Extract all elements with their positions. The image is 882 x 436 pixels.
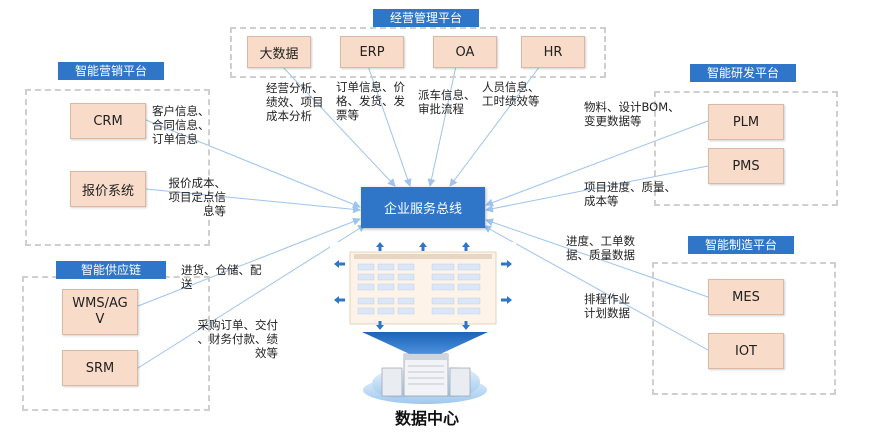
enterprise-service-bus: 企业服务总线 bbox=[361, 187, 485, 228]
system-mes: MES bbox=[708, 279, 784, 315]
system-srm: SRM bbox=[62, 350, 138, 386]
line-quote bbox=[138, 184, 361, 214]
note-oa: 派车信息、审批流程 bbox=[418, 88, 476, 116]
manufacturing-platform-group bbox=[652, 262, 836, 395]
operations-platform-title: 经营管理平台 bbox=[373, 9, 479, 27]
system-iot: IOT bbox=[708, 333, 784, 369]
manufacturing-platform-title: 智能制造平台 bbox=[688, 236, 794, 254]
note-quote: 报价成本、项目定点信息等 bbox=[168, 176, 227, 218]
integration-platform-graphic bbox=[330, 242, 516, 330]
supply-platform-title: 智能供应链 bbox=[56, 261, 166, 279]
note-erp: 订单信息、价格、发货、发票等 bbox=[336, 80, 405, 122]
marketing-platform-title: 智能营销平台 bbox=[58, 62, 164, 80]
note-pms: 项目进度、质量、成本等 bbox=[584, 180, 676, 208]
datacenter-server-icon bbox=[362, 332, 488, 404]
note-srm: 采购订单、交付、财务付款、绩效等 bbox=[197, 318, 279, 360]
rd-platform-title: 智能研发平台 bbox=[690, 64, 796, 82]
note-bigdata: 经营分析、绩效、项目成本分析 bbox=[266, 81, 324, 123]
line-iot bbox=[483, 225, 717, 357]
system-hr: HR bbox=[521, 36, 585, 68]
line-srm bbox=[129, 224, 366, 376]
note-iot: 排程作业计划数据 bbox=[584, 292, 630, 320]
rd-platform-group bbox=[654, 91, 838, 206]
system-bigdata: 大数据 bbox=[247, 36, 311, 68]
note-crm: 客户信息、合同信息、订单信息 bbox=[152, 104, 210, 146]
line-oa bbox=[427, 58, 462, 187]
note-plm: 物料、设计BOM、变更数据等 bbox=[584, 100, 680, 128]
system-erp: ERP bbox=[340, 36, 404, 68]
system-quote: 报价系统 bbox=[70, 171, 146, 207]
note-hr: 人员信息、工时绩效等 bbox=[482, 80, 540, 108]
system-crm: CRM bbox=[70, 103, 146, 139]
datacenter-label: 数据中心 bbox=[394, 409, 459, 428]
system-oa: OA bbox=[433, 36, 497, 68]
note-wms: 进货、仓储、配送 bbox=[181, 263, 262, 291]
note-mes: 进度、工单数据、质量数据 bbox=[566, 234, 635, 262]
marketing-platform-group bbox=[25, 89, 210, 246]
operations-platform-group bbox=[230, 27, 606, 78]
line-pms bbox=[485, 160, 716, 213]
line-erp bbox=[361, 58, 412, 187]
system-pms: PMS bbox=[708, 148, 784, 184]
system-plm: PLM bbox=[708, 104, 784, 140]
